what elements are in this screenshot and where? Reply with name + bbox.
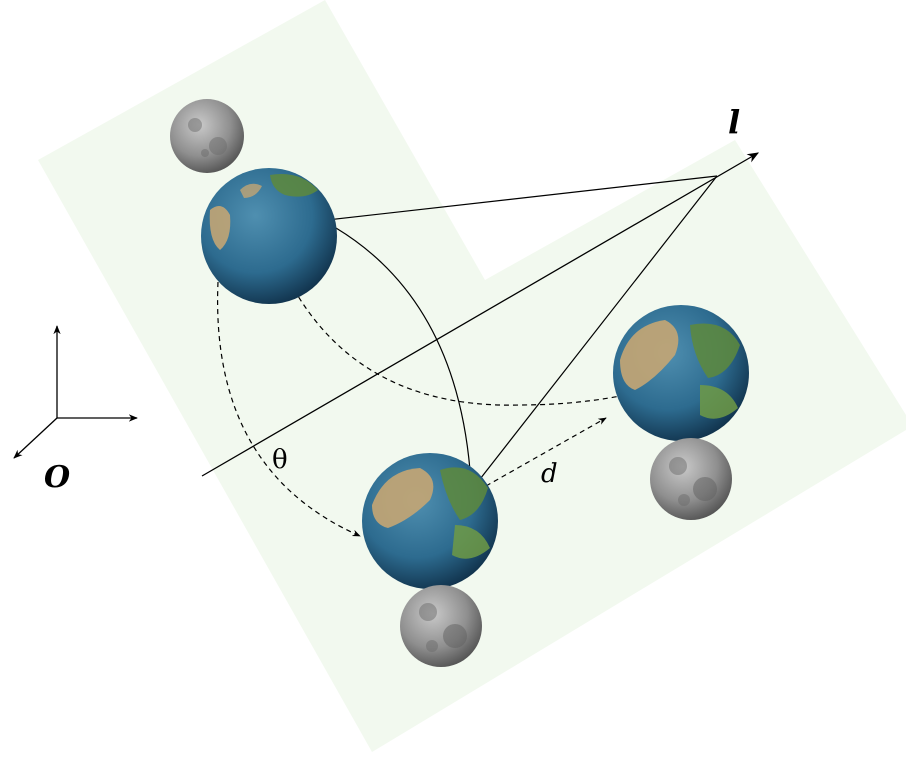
projection-lines xyxy=(273,175,718,521)
label-axis-l: l xyxy=(728,103,740,141)
moon-icon xyxy=(170,99,244,173)
dashed-arc-theta xyxy=(216,281,361,537)
coordinate-axes xyxy=(13,325,138,459)
moon-icon xyxy=(650,438,732,520)
earth-icon xyxy=(201,168,337,304)
line-earth2-to-l xyxy=(447,175,718,521)
moon-icon xyxy=(400,585,482,667)
axis-l-line xyxy=(201,152,760,477)
label-origin: O xyxy=(44,460,70,495)
earth-icon xyxy=(362,453,498,589)
line-earth1-to-l xyxy=(273,175,718,227)
label-distance: d xyxy=(541,459,558,489)
arc-solid xyxy=(335,227,471,471)
label-theta: θ xyxy=(272,445,288,475)
earth-icon xyxy=(613,305,749,441)
axis-z-arrow xyxy=(13,417,58,459)
dashed-line-d xyxy=(485,417,607,487)
